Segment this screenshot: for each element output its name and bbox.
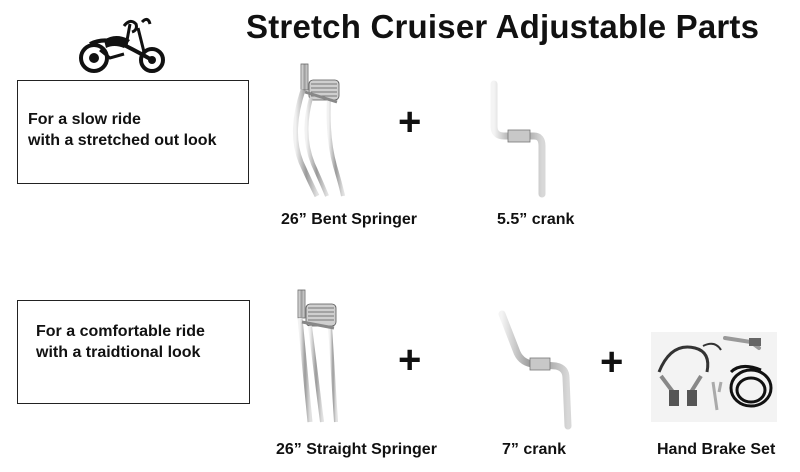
page-title: Stretch Cruiser Adjustable Parts: [246, 8, 760, 45]
crank-label: 7” crank: [502, 441, 567, 458]
description-line: For a slow ride: [28, 111, 141, 128]
long-crank-image: [496, 310, 576, 430]
description-line: with a stretched out look: [28, 132, 217, 149]
crank-label: 5.5” crank: [497, 211, 575, 228]
slow-ride-description-box: For a slow ride with a stretched out loo…: [17, 80, 249, 184]
springer-fork-icon: [292, 63, 345, 198]
fork-label: 26” Bent Springer: [281, 211, 418, 228]
fork-label: 26” Straight Springer: [276, 441, 437, 458]
crank-icon: [490, 80, 546, 198]
hand-brake-set-image: [651, 332, 777, 422]
straight-springer-fork-image: [286, 288, 356, 428]
description-line: with a traidtional look: [36, 344, 201, 361]
bent-springer-fork-image: [283, 62, 353, 202]
chopper-bicycle-logo-icon: [76, 14, 166, 74]
hand-brake-set-icon: [651, 332, 777, 422]
springer-fork-icon: [297, 289, 338, 423]
plus-sign: +: [600, 340, 624, 384]
plus-sign: +: [398, 338, 422, 382]
short-crank-image: [484, 80, 554, 198]
plus-sign: +: [398, 100, 422, 144]
brake-label: Hand Brake Set: [657, 441, 776, 458]
comfortable-ride-description-box: For a comfortable ride with a traidtiona…: [17, 300, 250, 404]
description-line: For a comfortable ride: [36, 323, 205, 340]
crank-icon: [498, 310, 572, 430]
